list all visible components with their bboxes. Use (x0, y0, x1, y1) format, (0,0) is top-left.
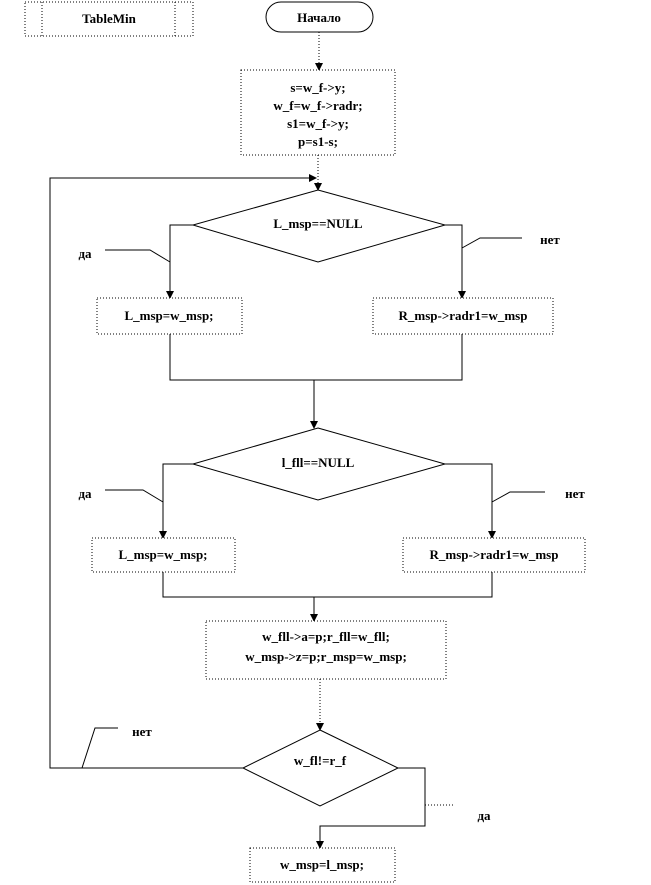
decision1-no-branch (445, 224, 466, 299)
init-block: s=w_f->y; w_f=w_f->radr; s1=w_f->y; p=s1… (240, 69, 396, 156)
decision1: L_msp==NULL (191, 189, 447, 263)
init-line-3: s1=w_f->y; (287, 116, 349, 131)
decision2-yes-action: L_msp=w_msp; (91, 537, 236, 573)
decision2-condition: l_fll==NULL (282, 455, 355, 470)
final-label: w_msp=l_msp; (280, 857, 364, 872)
init-line-2: w_f=w_f->radr; (273, 98, 362, 113)
loop-back-line (49, 174, 317, 769)
decision1-merge (169, 334, 463, 381)
decision3-yes-label: да (477, 808, 491, 823)
decision1-no-action: R_msp->radr1=w_msp (372, 297, 554, 335)
init-line-1: s=w_f->y; (290, 80, 345, 95)
decision2-yes-label: да (78, 486, 92, 501)
decision2-no-label: нет (565, 486, 585, 501)
start-terminal: Начало (265, 1, 374, 33)
decision3-no-leader (81, 727, 118, 769)
decision1-condition: L_msp==NULL (273, 216, 363, 231)
decision3-yes-branch (316, 767, 426, 849)
subroutine-box: TableMin (24, 1, 194, 37)
decision2-yes-action-label: L_msp=w_msp; (118, 547, 207, 562)
decision2: l_fll==NULL (191, 427, 447, 501)
final-block: w_msp=l_msp; (249, 847, 396, 883)
decision1-no-leader (461, 237, 522, 249)
decision1-yes-leader (105, 249, 171, 263)
decision2-no-action: R_msp->radr1=w_msp (402, 537, 586, 573)
decision1-yes-action-label: L_msp=w_msp; (124, 308, 213, 323)
assign-line-2: w_msp->z=p;r_msp=w_msp; (245, 649, 407, 664)
decision3: w_fl!=r_f (241, 729, 400, 807)
decision3-condition: w_fl!=r_f (294, 753, 347, 768)
decision2-no-action-label: R_msp->radr1=w_msp (430, 547, 559, 562)
decision1-no-label: нет (540, 232, 560, 247)
start-label: Начало (297, 10, 341, 25)
decision1-no-action-label: R_msp->radr1=w_msp (399, 308, 528, 323)
decision2-merge (162, 572, 493, 598)
decision1-yes-action: L_msp=w_msp; (96, 297, 243, 335)
subroutine-label: TableMin (82, 11, 136, 26)
decision2-no-branch (445, 463, 496, 539)
decision2-yes-branch (159, 463, 193, 539)
decision1-yes-branch (166, 224, 193, 299)
assign-block: w_fll->a=p;r_fll=w_fll; w_msp->z=p;r_msp… (205, 620, 447, 680)
assign-line-1: w_fll->a=p;r_fll=w_fll; (262, 629, 390, 644)
decision2-yes-leader (105, 489, 164, 503)
decision2-no-leader (491, 491, 545, 503)
decision3-no-label: нет (132, 724, 152, 739)
init-line-4: p=s1-s; (298, 134, 338, 149)
decision1-yes-label: да (78, 246, 92, 261)
